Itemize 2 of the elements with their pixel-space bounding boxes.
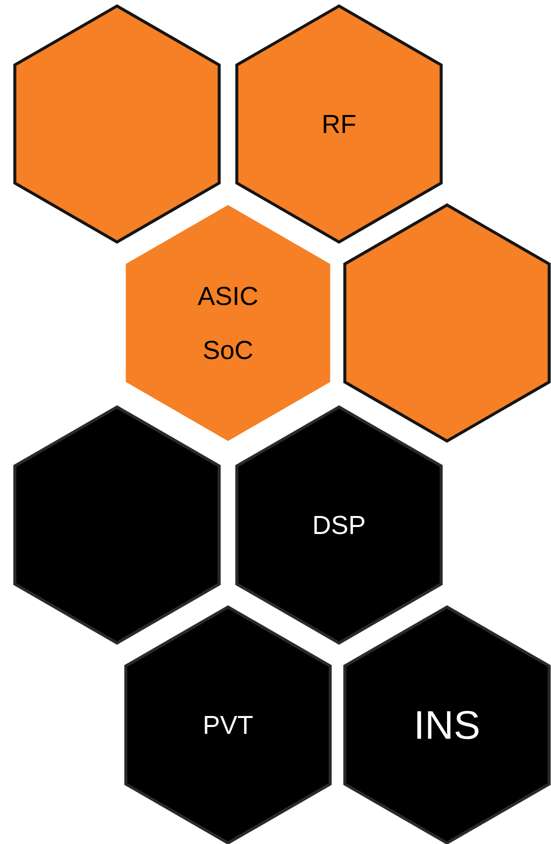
hexagon-tile: ASIC SoC [126, 205, 330, 441]
node-label: PVT [204, 716, 253, 734]
